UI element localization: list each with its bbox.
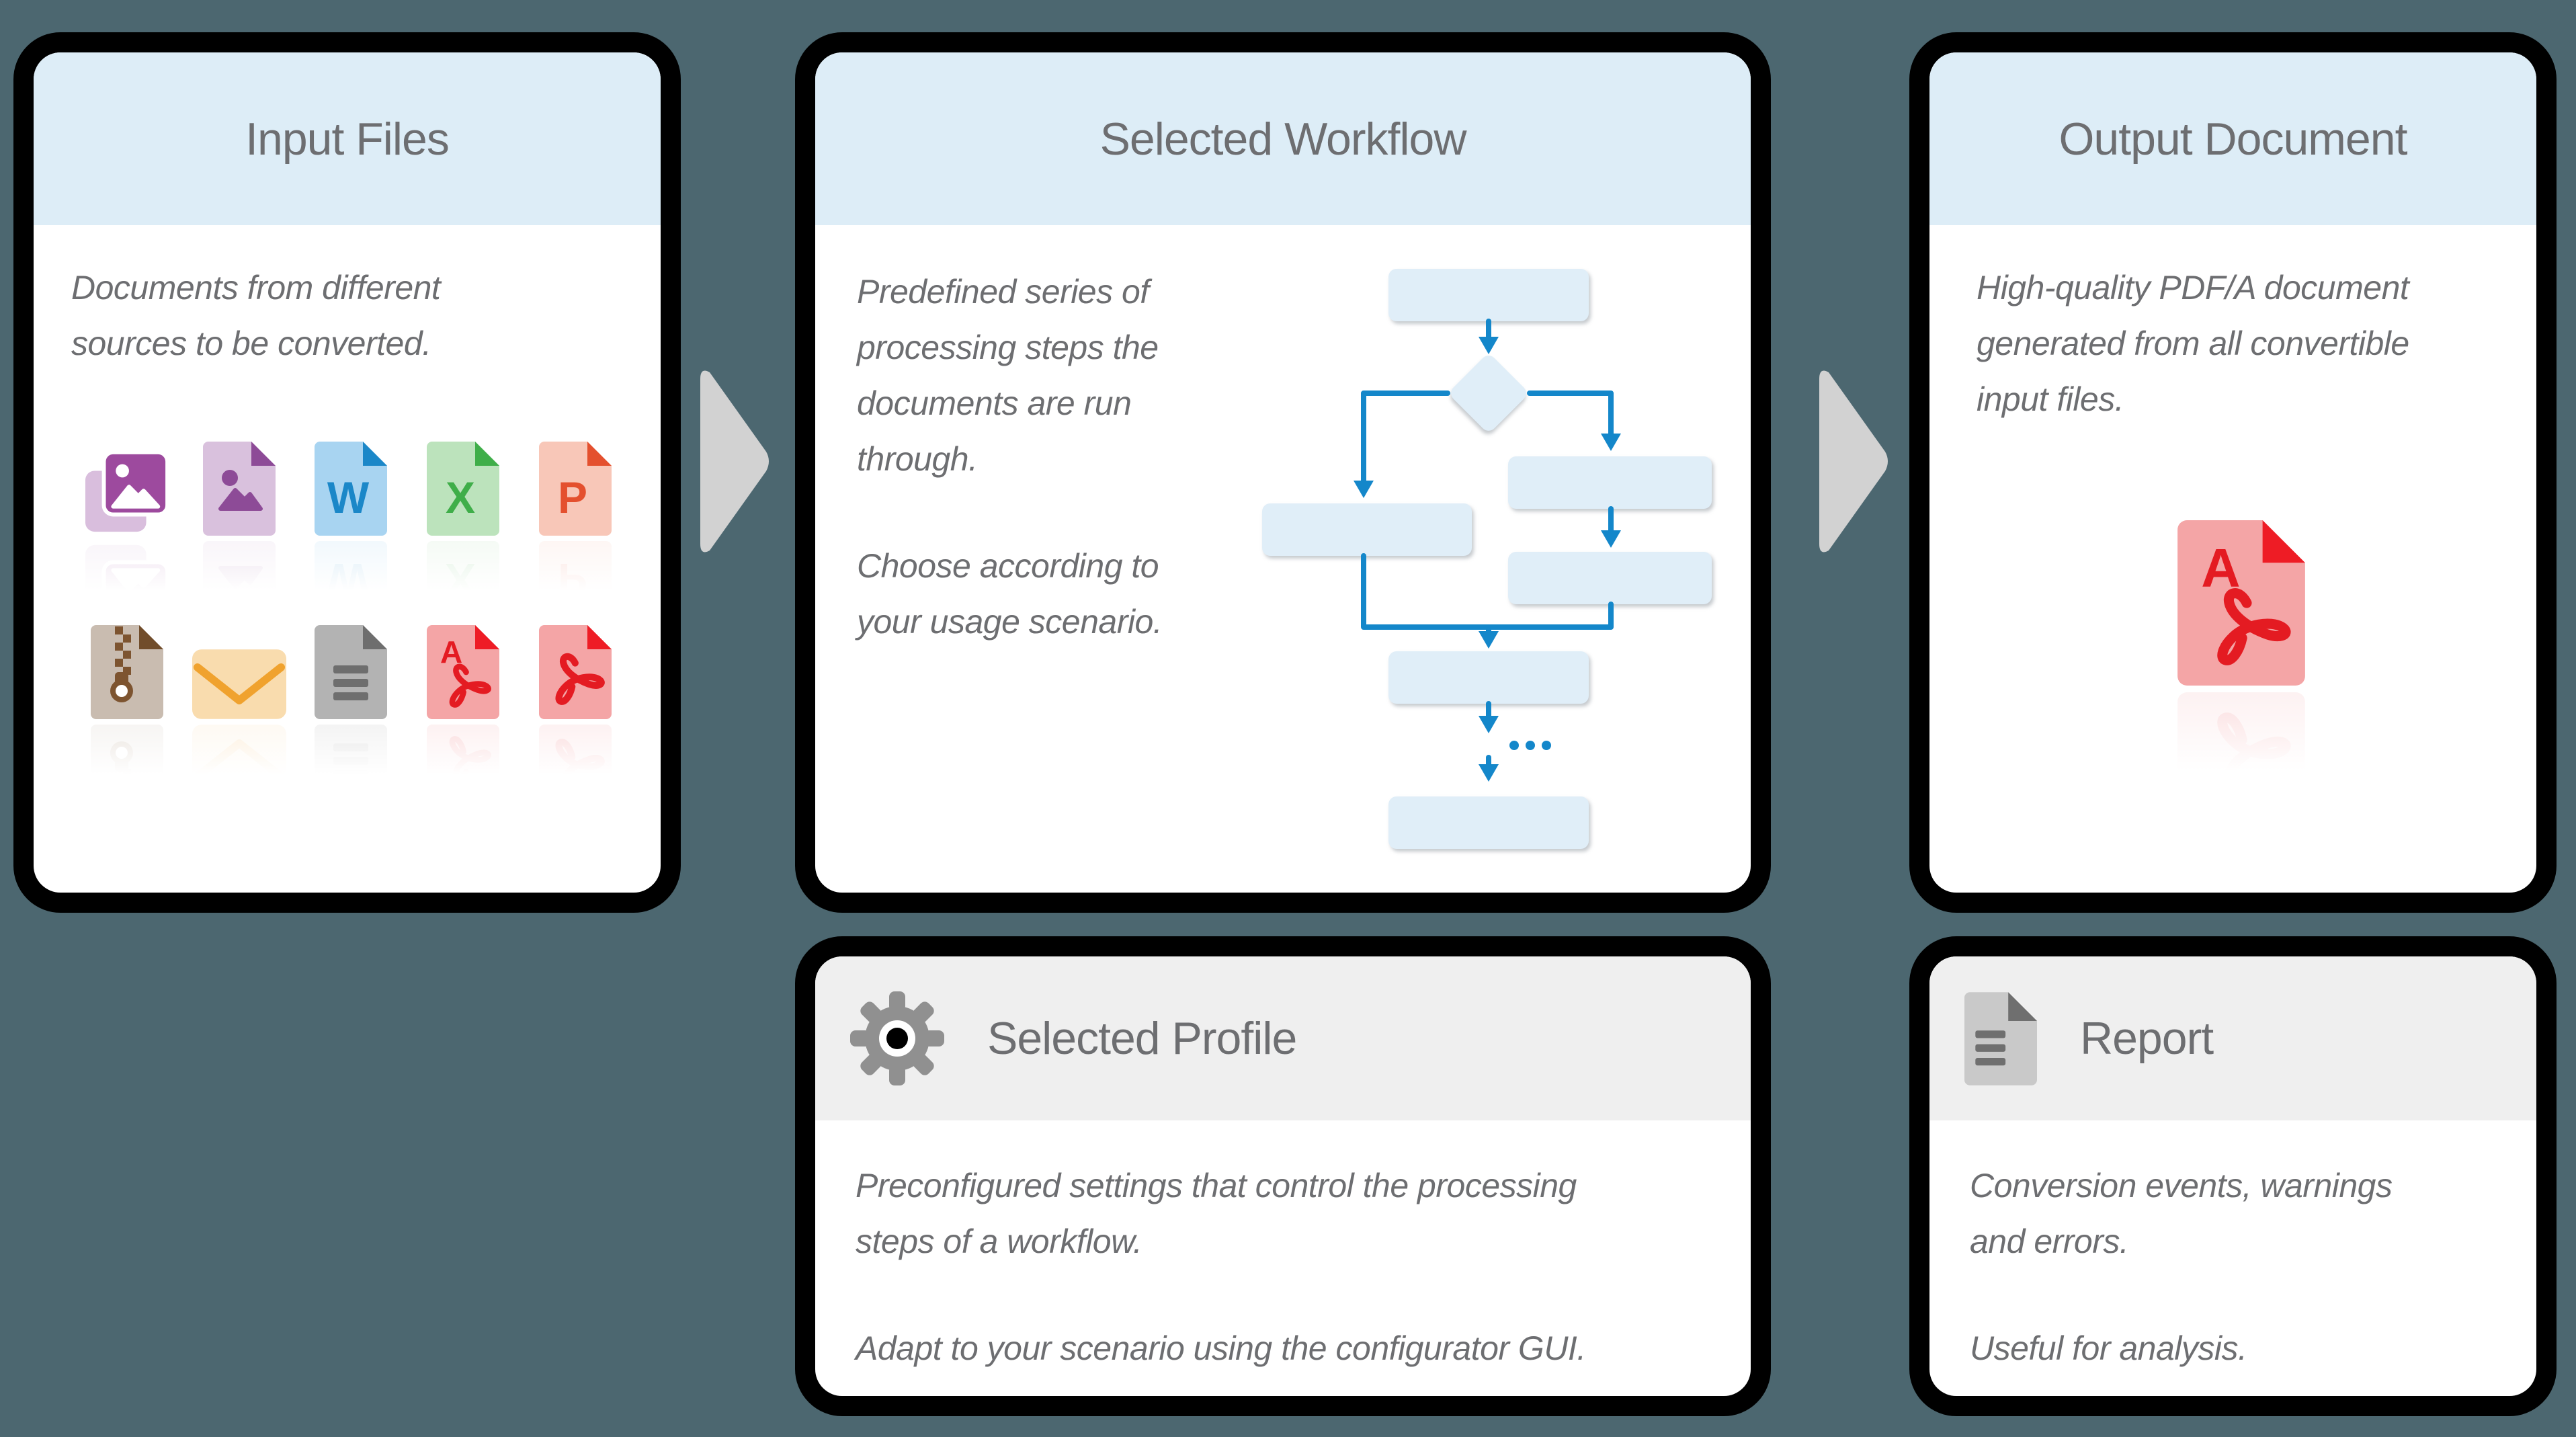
output-document-header: Output Document	[1929, 52, 2536, 225]
file-icon-cell	[71, 625, 183, 788]
output-document-body: High-quality PDF/A document generated fr…	[1929, 225, 2536, 793]
report-paragraph-1: Conversion events, warnings and errors.	[1970, 1167, 2393, 1260]
report-icon	[1964, 991, 2037, 1085]
report-header: Report	[1929, 956, 2536, 1120]
report-paragraph-2: Useful for analysis.	[1970, 1329, 2247, 1367]
pdf-file-icon-reflection	[519, 725, 631, 788]
input-files-panel: Input Files Documents from different sou…	[13, 32, 681, 913]
file-icon-cell: WW	[295, 442, 407, 605]
email-icon	[192, 625, 286, 719]
input-files-title: Input Files	[245, 113, 450, 165]
file-icon-cell	[183, 442, 296, 605]
file-icon-cell	[295, 625, 407, 788]
workflow-paragraph-2: Choose according to your usage scenario.	[857, 547, 1163, 641]
report-title: Report	[2080, 1013, 2214, 1064]
flow-step-left	[1262, 503, 1472, 556]
pdfa-file-icon-reflection: A	[1977, 692, 2505, 793]
input-files-header: Input Files	[34, 52, 661, 225]
flow-decision-diamond	[1451, 356, 1526, 431]
file-icon-cell	[519, 625, 631, 788]
flow-step-right-1	[1508, 456, 1712, 509]
profile-paragraph-1: Preconfigured settings that control the …	[856, 1167, 1577, 1260]
profile-paragraph-2: Adapt to your scenario using the configu…	[856, 1329, 1586, 1367]
file-icon-cell: PP	[519, 442, 631, 605]
file-icon-cell: AA	[407, 625, 520, 788]
svg-text:P: P	[558, 473, 587, 522]
selected-profile-header: Selected Profile	[815, 956, 1751, 1120]
pdf-file-icon	[538, 625, 612, 719]
selected-profile-title: Selected Profile	[987, 1013, 1297, 1064]
pdfa-file-icon-reflection: A	[407, 725, 520, 788]
file-icon-cell	[71, 442, 183, 605]
flow-step-right-2	[1508, 552, 1712, 604]
pdfa-file-icon: A	[2177, 520, 2305, 686]
input-file-grid: WWXXPPAA	[71, 442, 631, 788]
input-files-description: Documents from different sources to be c…	[71, 269, 441, 362]
text-file-icon	[315, 625, 388, 719]
word-file-icon-reflection: W	[295, 541, 407, 605]
report-body: Conversion events, warnings and errors. …	[1929, 1120, 2536, 1377]
file-icon-cell	[183, 625, 296, 788]
selected-workflow-title: Selected Workflow	[1099, 113, 1467, 165]
pdfa-file-icon: A	[427, 625, 500, 719]
svg-text:W: W	[327, 473, 370, 522]
selected-workflow-text: Predefined series of processing steps th…	[857, 264, 1267, 650]
workflow-flowchart	[1262, 269, 1712, 849]
selected-workflow-header: Selected Workflow	[815, 52, 1751, 225]
selected-profile-body: Preconfigured settings that control the …	[815, 1120, 1751, 1377]
image-file-icon-reflection	[183, 541, 296, 605]
flow-step-merge	[1388, 651, 1589, 704]
output-document-panel: Output Document High-quality PDF/A docum…	[1909, 32, 2557, 913]
text-file-icon-reflection	[295, 725, 407, 788]
output-document-title: Output Document	[2059, 113, 2408, 165]
flow-step-end	[1388, 796, 1589, 849]
svg-text:A: A	[440, 634, 462, 669]
excel-file-icon-reflection: X	[407, 541, 520, 605]
powerpoint-file-icon-reflection: P	[519, 541, 631, 605]
zip-file-icon	[91, 625, 164, 719]
zip-file-icon-reflection	[71, 725, 183, 788]
svg-text:X: X	[446, 473, 475, 522]
output-document-description: High-quality PDF/A document generated fr…	[1977, 269, 2409, 418]
right-arrow-icon	[692, 362, 772, 561]
flow-step-start	[1388, 269, 1589, 321]
workflow-paragraph-1: Predefined series of processing steps th…	[857, 273, 1159, 478]
email-icon-reflection	[183, 725, 296, 788]
powerpoint-file-icon: P	[538, 442, 612, 536]
report-panel: Report Conversion events, warnings and e…	[1909, 936, 2557, 1416]
images-icon	[84, 442, 170, 536]
gear-icon	[850, 991, 944, 1085]
file-icon-cell: XX	[407, 442, 520, 605]
selected-workflow-body: Predefined series of processing steps th…	[815, 225, 1751, 893]
images-icon-reflection	[71, 541, 183, 605]
right-arrow-icon	[1811, 362, 1891, 561]
selected-profile-panel: Selected Profile Preconfigured settings …	[795, 936, 1771, 1416]
word-file-icon: W	[315, 442, 388, 536]
input-files-body: Documents from different sources to be c…	[34, 225, 661, 788]
excel-file-icon: X	[427, 442, 500, 536]
selected-workflow-panel: Selected Workflow Predefined series of p…	[795, 32, 1771, 913]
image-file-icon	[202, 442, 276, 536]
output-icon-block: A A	[1977, 520, 2505, 793]
